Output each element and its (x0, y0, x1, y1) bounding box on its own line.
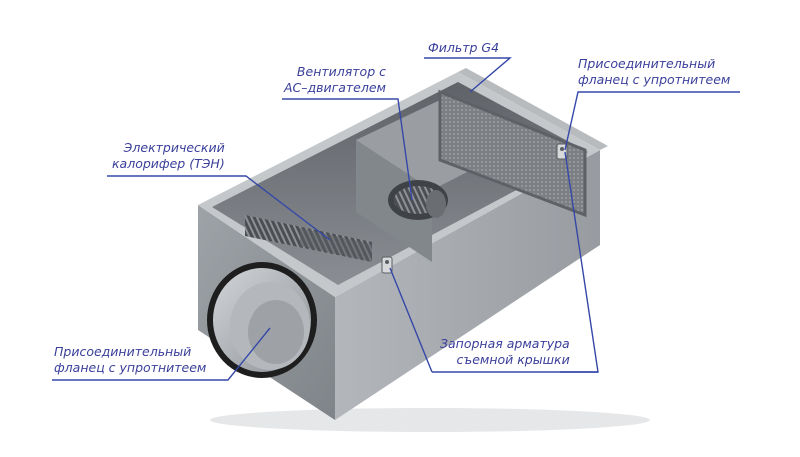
label-flange-right-line-2: фланец с упротнитеем (578, 72, 731, 87)
label-latch: Запорная арматура съемной крышки (440, 336, 570, 368)
label-latch-line-1: Запорная арматура (440, 336, 570, 351)
filter-frame (438, 89, 587, 218)
lid-latch-front (381, 256, 393, 274)
label-heater-line-1: Электрический (123, 140, 225, 155)
label-fan-line-1: Вентилятор с (296, 64, 386, 79)
label-fan: Вентилятор с AC–двигателем (284, 64, 386, 96)
housing-side-wall (335, 150, 600, 420)
leader-flange-left (52, 327, 271, 381)
lid-latch-rear (556, 143, 568, 160)
label-fan-line-2: AC–двигателем (284, 80, 386, 95)
heater-rail (300, 228, 372, 262)
floor-shadow (210, 408, 650, 432)
filter-cassette (440, 92, 585, 215)
label-latch-line-2: съемной крышки (456, 352, 570, 367)
leader-latch-front (389, 267, 433, 373)
label-heater-line-2: калорифер (ТЭН) (112, 156, 225, 171)
label-flange-left-line-1: Присоединительный (54, 344, 192, 359)
label-flange-right-line-1: Присоединительный (578, 56, 716, 71)
rear-flange (458, 68, 608, 150)
label-flange-left-line-2: фланец с упротнитеем (54, 360, 207, 375)
front-spigot-flange (207, 262, 317, 378)
ventilation-unit-illustration (198, 68, 650, 432)
leader-heater (107, 175, 331, 241)
leader-filter (424, 57, 512, 93)
label-flange-right: Присоединительный фланец с упротнитеем (578, 56, 730, 88)
label-heater: Электрический калорифер (ТЭН) (112, 140, 225, 172)
label-flange-left: Присоединительный фланец с упротнитеем (54, 344, 206, 376)
leader-flange-right (564, 91, 740, 151)
leader-fan (282, 98, 413, 201)
label-filter: Фильтр G4 (428, 40, 499, 56)
label-filter-line-1: Фильтр G4 (428, 40, 500, 55)
fan-wheel (388, 180, 448, 220)
leader-lines (52, 57, 740, 381)
